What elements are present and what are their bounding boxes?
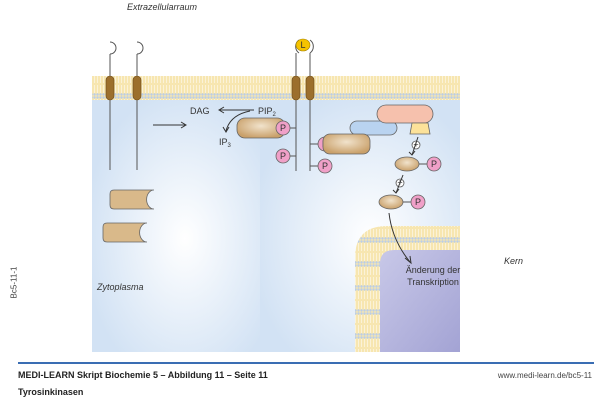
phosphate-label: P (280, 123, 286, 133)
ligand-receptor-dimer (291, 39, 315, 171)
inactive-kinase-2 (102, 222, 148, 243)
activation-arrow (153, 121, 187, 129)
phosphate-label: P (431, 159, 437, 169)
phosphate: P (310, 158, 333, 174)
footer-subtitle: Tyrosinkinasen (18, 387, 84, 397)
nucleus (380, 250, 460, 352)
phosphate-label: P (322, 161, 328, 171)
plasma-membrane (92, 76, 261, 100)
adapter-pink (376, 104, 434, 124)
plasma-membrane-right (260, 76, 460, 100)
inactive-kinase-1 (109, 189, 155, 210)
cascade-arrow (411, 136, 419, 156)
mapk (378, 194, 404, 210)
transcription-arrow (388, 212, 411, 263)
cascade-arrow (395, 174, 404, 194)
adapter-yellow (409, 122, 431, 135)
mapk-kinase (394, 156, 420, 172)
cytoplasm-label: Zytoplasma (96, 282, 144, 292)
pip2-cleavage-arrows (218, 106, 254, 133)
inactive-receptor-1 (105, 41, 117, 170)
phosphate: P (419, 156, 442, 172)
inactive-receptor-2 (132, 41, 144, 170)
extracellular-label: Extrazellularraum (127, 2, 198, 12)
dag-label: DAG (190, 106, 210, 116)
pip2-label: PIP2 (258, 106, 277, 118)
ip3-label: IP3 (219, 137, 232, 149)
nucleus-label: Kern (504, 256, 523, 266)
figure-id: Bc5-11-1 (9, 266, 19, 299)
phosphate: P (403, 194, 426, 210)
phosphate-label: P (415, 197, 421, 207)
footer-rule (18, 362, 594, 364)
phosphate: P (275, 148, 296, 164)
transcription-label-2: Transkription (407, 277, 459, 287)
ligand: L (295, 38, 311, 52)
kinase-substrate (322, 133, 371, 155)
ligand-label: L (300, 40, 305, 50)
footer-title: MEDI-LEARN Skript Biochemie 5 – Abbildun… (18, 370, 268, 380)
adapter-blue (349, 120, 398, 136)
phosphate-label: P (280, 151, 286, 161)
phosphate: P (275, 120, 296, 136)
footer-url[interactable]: www.medi-learn.de/bc5-11 (497, 371, 592, 380)
transcription-label-1: Änderung der (406, 265, 461, 275)
